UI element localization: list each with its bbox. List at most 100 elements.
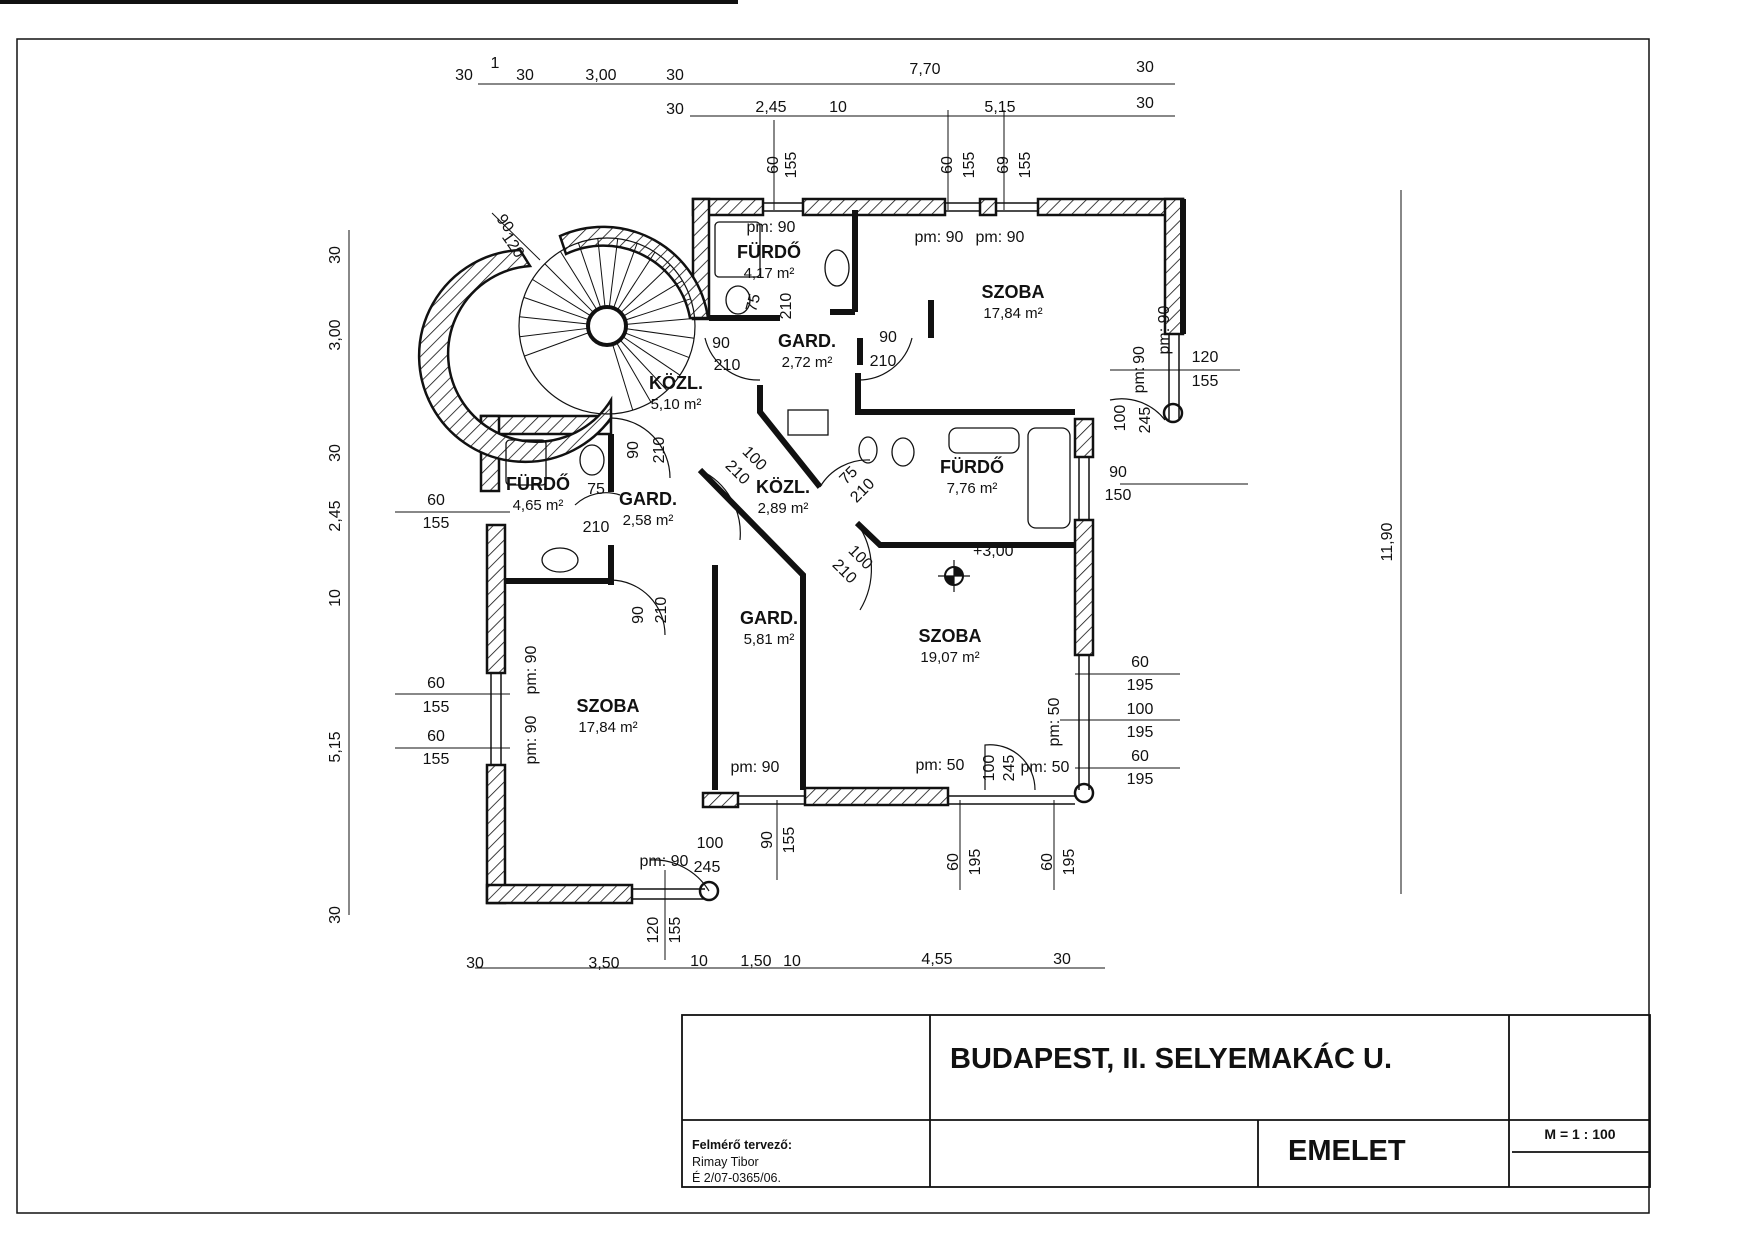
dimension-label-parapets: pm: 90 bbox=[640, 853, 689, 870]
dimension-label-top-row1: 7,70 bbox=[909, 61, 940, 78]
stair-tread bbox=[559, 251, 598, 311]
dimension-label-left-column: 30 bbox=[327, 246, 344, 264]
bidet-icon bbox=[858, 436, 878, 464]
room-area: 2,58 m² bbox=[623, 512, 674, 529]
dimension-label-top-row2: 10 bbox=[829, 99, 847, 116]
dimension-label-doors: 90 bbox=[712, 335, 730, 352]
room-name: FÜRDŐ bbox=[506, 473, 570, 494]
dimension-label-doors: 100 bbox=[1112, 405, 1129, 432]
dimension-label-doors: 210 bbox=[778, 293, 795, 320]
designer-name: Rimay Tibor bbox=[692, 1155, 759, 1169]
level-label: +3,00 bbox=[973, 543, 1014, 560]
dimension-label-top-windows: 60 bbox=[765, 156, 782, 174]
dimension-label-doors: 245 bbox=[1001, 755, 1018, 782]
windows bbox=[490, 202, 1184, 902]
dimension-label-right-windows: 60 bbox=[1131, 654, 1149, 671]
stair-tread bbox=[519, 316, 589, 325]
dimension-label-top-windows: 155 bbox=[783, 152, 800, 179]
dimension-label-doors: 75 bbox=[743, 292, 764, 314]
dimension-label-doors: 210 bbox=[714, 357, 741, 374]
dimension-label-top-row1: 1 bbox=[491, 55, 500, 72]
dimension-label-parapets: pm: 90 bbox=[523, 715, 540, 764]
room-name: GARD. bbox=[619, 489, 677, 509]
stair-tread bbox=[620, 264, 671, 314]
dimension-label-left-windows: 155 bbox=[423, 515, 450, 532]
top-edge-bar bbox=[0, 0, 738, 4]
room-area: 17,84 m² bbox=[983, 305, 1042, 322]
dimension-label-parapets: pm: 90 bbox=[731, 759, 780, 776]
stair-tread bbox=[625, 317, 695, 325]
dimension-label-parapets: pm: 50 bbox=[1046, 697, 1063, 746]
room-area: 17,84 m² bbox=[578, 719, 637, 736]
stair-tread bbox=[616, 342, 652, 403]
dimension-label-right-windows: 90 bbox=[1109, 464, 1127, 481]
stair-tread bbox=[597, 238, 606, 308]
room-area: 19,07 m² bbox=[920, 649, 979, 666]
dimension-label-doors: 210 bbox=[651, 437, 668, 464]
dimension-label-left-column: 10 bbox=[327, 589, 344, 607]
dimension-label-doors: 75 bbox=[587, 481, 605, 498]
chimney-icon bbox=[787, 409, 829, 436]
dimension-label-top-row1: 3,00 bbox=[585, 67, 616, 84]
stair-tread bbox=[625, 328, 695, 339]
dimension-label-right-windows: 100 bbox=[1127, 701, 1154, 718]
dimension-label-top-row2: 30 bbox=[1136, 95, 1154, 112]
dimension-label-bottom-row: 30 bbox=[1053, 951, 1071, 968]
stair-tread bbox=[523, 296, 590, 321]
dimension-label-top-row1: 30 bbox=[455, 67, 473, 84]
dimension-label-bottom-windows: 90 bbox=[759, 831, 776, 849]
dimension-label-total-height: 11,90 bbox=[1379, 522, 1396, 561]
dimension-label-top-windows: 69 bbox=[995, 156, 1012, 174]
dimension-label-doors: 90 bbox=[625, 441, 642, 459]
level-marker-icon bbox=[938, 560, 970, 592]
dimension-label-doors: 90 bbox=[630, 606, 647, 624]
sanitary-fixtures bbox=[505, 221, 1071, 573]
stair-tread bbox=[577, 242, 602, 309]
dimension-label-bottom-windows: 195 bbox=[1061, 849, 1078, 876]
dimension-label-left-windows: 155 bbox=[423, 699, 450, 716]
room-name: GARD. bbox=[778, 331, 836, 351]
dimension-label-bottom-windows: 195 bbox=[967, 849, 984, 876]
room-area: 4,17 m² bbox=[744, 265, 795, 282]
dimension-label-top-row1: 30 bbox=[666, 67, 684, 84]
stair-tread bbox=[619, 339, 668, 391]
room-area: 2,72 m² bbox=[782, 354, 833, 371]
dimension-label-doors: 100 bbox=[981, 755, 998, 782]
washbasin-icon bbox=[824, 249, 850, 287]
dimension-label-left-windows: 60 bbox=[427, 675, 445, 692]
room-name: GARD. bbox=[740, 608, 798, 628]
dimension-label-left-column: 30 bbox=[327, 444, 344, 462]
project-title: BUDAPEST, II. SELYEMAKÁC U. bbox=[950, 1043, 1393, 1075]
dimension-label-bottom-row: 10 bbox=[783, 953, 801, 970]
exterior-walls bbox=[417, 197, 1185, 905]
dimension-label-left-column: 30 bbox=[327, 906, 344, 924]
bathtub-icon bbox=[1027, 427, 1071, 529]
room-name: FÜRDŐ bbox=[737, 241, 801, 262]
dimension-label-bottom-row: 30 bbox=[466, 955, 484, 972]
dimension-label-doors: 210 bbox=[583, 519, 610, 536]
room-name: SZOBA bbox=[982, 282, 1045, 302]
dimension-label-doors: 90 bbox=[879, 329, 897, 346]
designer-label: Felmérő tervező: bbox=[692, 1138, 793, 1152]
dimension-label-doors: 100 bbox=[697, 835, 724, 852]
dimension-label-right-windows: 150 bbox=[1105, 487, 1132, 504]
dimension-label-bottom-windows: 60 bbox=[945, 853, 962, 871]
room-area: 2,89 m² bbox=[758, 500, 809, 517]
dimension-label-left-column: 2,45 bbox=[327, 500, 344, 531]
dimension-label-parapets: pm: 90 bbox=[1156, 305, 1173, 354]
shower-icon bbox=[714, 221, 761, 278]
stair-tread bbox=[622, 336, 681, 376]
washbasin-icon bbox=[541, 547, 579, 573]
dimension-label-doors: 210 bbox=[870, 353, 897, 370]
door-swings bbox=[574, 337, 1166, 892]
dimension-label-right-windows: 195 bbox=[1127, 771, 1154, 788]
dimension-label-parapets: pm: 90 bbox=[747, 219, 796, 236]
dimension-label-right-windows: 155 bbox=[1192, 373, 1219, 390]
dimension-label-bottom-row: 3,50 bbox=[588, 955, 619, 972]
stair-tread bbox=[524, 332, 590, 357]
dimension-label-left-windows: 155 bbox=[423, 751, 450, 768]
dimension-label-top-row2: 2,45 bbox=[755, 99, 786, 116]
dimension-label-right-windows: 195 bbox=[1127, 724, 1154, 741]
room-area: 5,10 m² bbox=[651, 396, 702, 413]
dimension-label-bottom-windows: 155 bbox=[781, 827, 798, 854]
